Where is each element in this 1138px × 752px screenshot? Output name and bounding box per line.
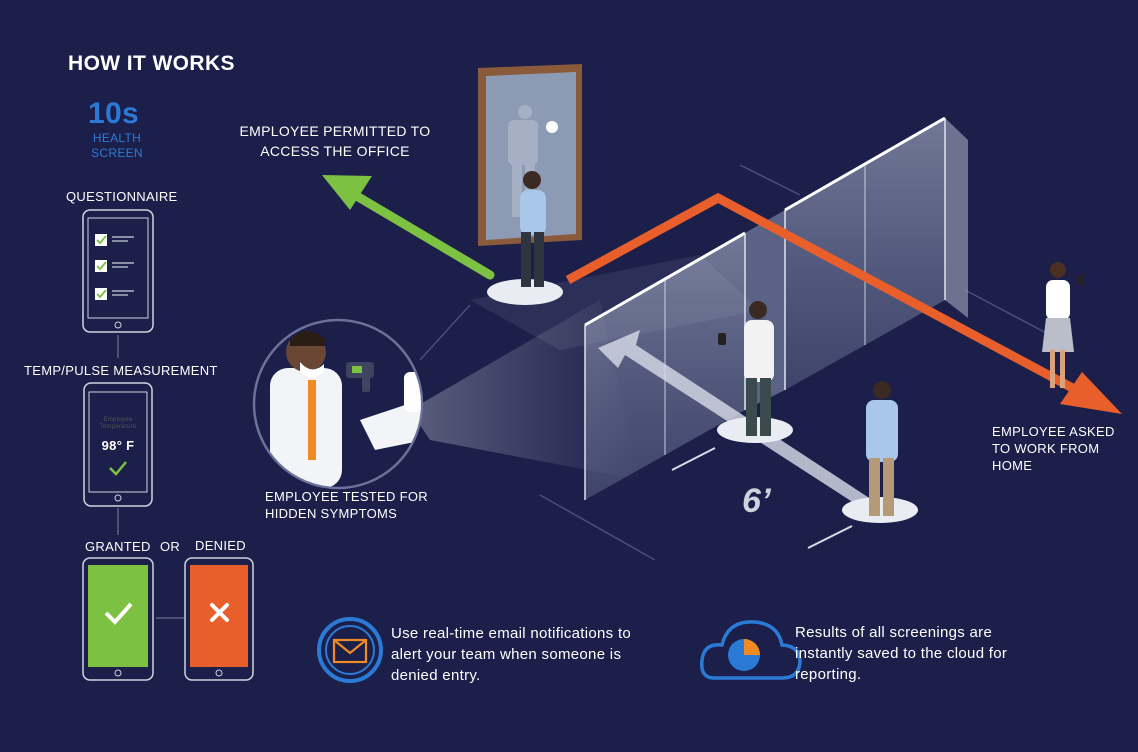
email-note-2: alert your team when someone is (391, 646, 622, 663)
check-icon (109, 461, 127, 476)
caption-permitted-1: EMPLOYEE PERMITTED TO (239, 123, 431, 139)
step-denied: DENIED (195, 538, 246, 553)
device-temp-label-1: Employee (103, 417, 133, 423)
device-temp-value: 98° F (101, 438, 135, 453)
floor-lines (419, 164, 1051, 561)
caption-asked-2: TO WORK FROM HOME (992, 441, 1100, 473)
page-title: HOW IT WORKS (68, 52, 235, 75)
check-icon (95, 260, 107, 272)
mirror-kiosk (478, 64, 582, 246)
cloud-note-3: reporting. (795, 666, 862, 683)
email-note-1: Use real-time email notifications to (391, 625, 632, 642)
step-or: OR (160, 539, 181, 554)
screening-circle (252, 318, 424, 490)
person-middle (717, 301, 793, 443)
health-label-2: SCREEN (91, 146, 143, 160)
caption-tested-1: EMPLOYEE TESTED FOR (265, 489, 428, 504)
flow-connectors (117, 335, 186, 619)
check-icon (95, 288, 107, 300)
caption-permitted-2: ACCESS THE OFFICE (260, 143, 410, 159)
step-temp-pulse: TEMP/PULSE MEASUREMENT (24, 363, 218, 378)
questionnaire-tablet (82, 209, 154, 333)
health-time: 10s (88, 97, 139, 130)
health-label-1: HEALTH (92, 131, 142, 145)
person-at-kiosk (487, 171, 563, 305)
caption-asked-1: EMPLOYEE ASKED (992, 424, 1115, 439)
scan-beam (410, 300, 640, 480)
granted-tablet (82, 557, 154, 681)
person-denied (1042, 262, 1084, 388)
envelope-icon (317, 617, 383, 683)
step-granted: GRANTED (85, 539, 151, 554)
check-icon (95, 234, 107, 246)
distance-label: 6’ (742, 482, 771, 520)
cloud-note-2: instantly saved to the cloud for (795, 645, 1008, 662)
close-icon (210, 603, 229, 622)
thermometer-scanner-icon (346, 362, 374, 392)
step-questionnaire: QUESTIONNAIRE (66, 189, 178, 204)
cloud-note-1: Results of all screenings are (795, 624, 993, 641)
check-icon (104, 602, 133, 625)
caption-tested-2: HIDDEN SYMPTOMS (265, 506, 398, 521)
person-front (842, 381, 918, 523)
temperature-tablet (83, 382, 153, 507)
denied-tablet (184, 557, 254, 681)
email-note-3: denied entry. (391, 667, 481, 684)
cloud-icon (700, 620, 802, 680)
permitted-arrow (322, 175, 495, 280)
denied-arrow (565, 192, 1122, 414)
device-temp-label-2: Temperature (99, 424, 137, 430)
